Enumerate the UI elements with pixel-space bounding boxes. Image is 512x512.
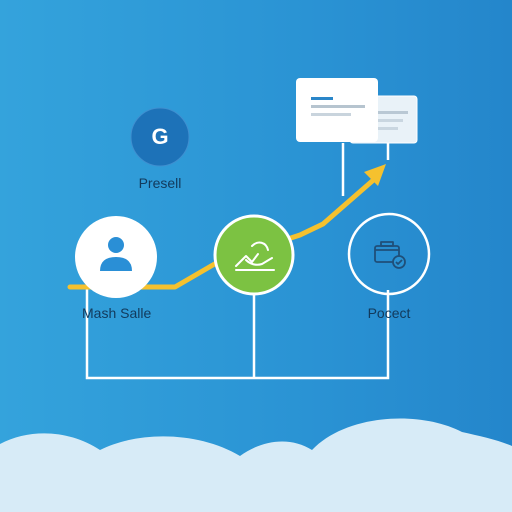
user-node[interactable] [75, 216, 157, 298]
google-glyph: G [151, 124, 169, 149]
growth-node[interactable] [213, 214, 295, 296]
product-box-icon [374, 241, 406, 269]
user-icon [100, 237, 132, 271]
document-card-icon [296, 78, 418, 144]
product-node-label: Pocect [367, 305, 411, 321]
user-node-label: Mash Salle [82, 305, 152, 321]
google-node-label: Presell [138, 175, 182, 191]
cloud-decoration [0, 418, 512, 512]
product-node[interactable] [347, 212, 431, 296]
google-node [130, 107, 190, 167]
handshake-icon [235, 241, 275, 271]
